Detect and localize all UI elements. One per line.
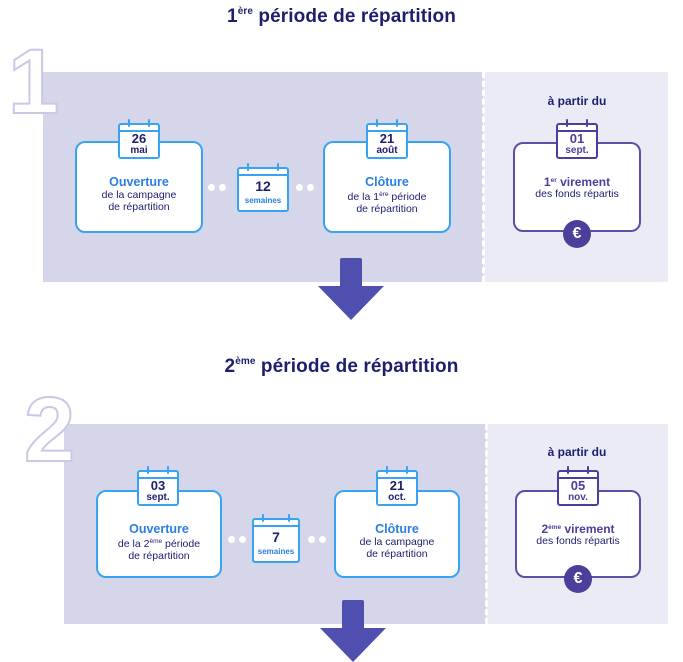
period-1-opening-line2: de répartition	[108, 201, 170, 213]
period-1-opening-text: Ouverture de la campagne de répartition	[77, 175, 201, 213]
period-2-euro-icon: €	[564, 565, 592, 593]
period-2-separator	[485, 424, 488, 624]
period-2-closing-label: Clôture	[375, 522, 419, 536]
period-2-duration-calendar-icon: 7 semaines	[252, 514, 300, 563]
period-2-title-sup: ème	[235, 356, 256, 367]
period-1-payout-text: 1er virement des fonds répartis	[515, 175, 639, 200]
period-2-opening-calendar-icon: 03 sept.	[137, 466, 179, 506]
period-1-payout-line2: des fonds répartis	[535, 188, 619, 200]
period-2-opening-day: 03	[150, 478, 166, 493]
period-1-dot	[219, 184, 226, 191]
period-1-dot	[307, 184, 314, 191]
period-2-dot	[228, 536, 235, 543]
period-2-big-number: 2	[23, 379, 76, 481]
period-2-title: 2ème période de répartition	[0, 356, 683, 378]
period-1-opening-card: Ouverture de la campagne de répartition	[75, 141, 203, 233]
period-2-payout-ordinal: 2ème virement	[541, 522, 615, 536]
period-1-closing-calendar-icon: 21 août	[366, 119, 408, 159]
period-1-euro-icon: €	[563, 220, 591, 248]
period-1-payout-calendar-icon: 01 sept.	[556, 119, 598, 159]
period-1-opening-label: Ouverture	[109, 175, 169, 189]
period-1-title-num: 1	[227, 6, 238, 27]
period-1-duration-value: 12	[255, 178, 271, 194]
down-arrow-icon	[318, 258, 384, 320]
period-1-separator	[482, 72, 485, 282]
period-2-dot	[319, 536, 326, 543]
period-2-payout-day: 05	[570, 478, 586, 493]
period-2-closing-month: oct.	[388, 492, 406, 503]
period-1-opening-month: mai	[130, 145, 148, 156]
period-2-payout-calendar-icon: 05 nov.	[557, 466, 599, 506]
period-1-duration-calendar-icon: 12 semaines	[237, 163, 289, 212]
period-1-big-number: 1	[7, 31, 60, 133]
period-1-dot	[296, 184, 303, 191]
period-2-title-text: période de répartition	[255, 356, 459, 377]
period-2-closing-calendar-icon: 21 oct.	[376, 466, 418, 506]
period-2-payout-month: nov.	[568, 492, 588, 503]
period-2-closing-line1: de la campagne	[359, 536, 435, 548]
period-1-opening-calendar-icon: 26 mai	[118, 119, 160, 159]
period-2-opening-line1: de la 2ème période	[117, 538, 201, 550]
down-arrow-icon	[320, 600, 386, 662]
period-2-dot	[308, 536, 315, 543]
period-2-opening-line2: de répartition	[128, 550, 190, 562]
period-2-closing-day: 21	[389, 478, 405, 493]
period-2-from-label: à partir du	[547, 445, 607, 459]
period-1-opening-day: 26	[131, 131, 147, 146]
period-1-payout-ordinal: 1er virement	[543, 175, 611, 189]
period-1-opening-line1: de la campagne	[101, 189, 177, 201]
period-2-closing-text: Clôture de la campagne de répartition	[336, 522, 458, 560]
period-1-from-label: à partir du	[547, 94, 607, 108]
period-2-closing-line2: de répartition	[366, 548, 428, 560]
period-1-duration-unit: semaines	[244, 196, 282, 205]
period-1-title-sup: ère	[237, 6, 254, 17]
period-1-closing-line2: de répartition	[356, 203, 418, 215]
period-1-closing-line1: de la 1ère période	[347, 191, 427, 203]
period-2-title-num: 2	[224, 356, 236, 377]
period-2-opening-label: Ouverture	[129, 522, 189, 536]
period-2-opening-text: Ouverture de la 2ème période de répartit…	[98, 522, 220, 562]
period-1-closing-day: 21	[379, 131, 395, 146]
period-2-duration-unit: semaines	[257, 547, 295, 556]
period-1-closing-label: Clôture	[365, 175, 409, 189]
period-2-opening-month: sept.	[146, 492, 170, 503]
period-2-payout-text: 2ème virement des fonds répartis	[517, 522, 639, 547]
period-1-title: 1ère période de répartition	[0, 6, 683, 28]
period-2-duration-value: 7	[272, 529, 280, 545]
period-2-dot	[239, 536, 246, 543]
period-1-title-text: période de répartition	[253, 6, 456, 27]
period-1-closing-text: Clôture de la 1ère période de répartitio…	[325, 175, 449, 215]
period-1-closing-month: août	[376, 145, 398, 156]
period-1-payout-day: 01	[569, 131, 585, 146]
period-1-payout-month: sept.	[565, 145, 589, 156]
period-1-dot	[208, 184, 215, 191]
period-2-payout-line2: des fonds répartis	[536, 535, 620, 547]
